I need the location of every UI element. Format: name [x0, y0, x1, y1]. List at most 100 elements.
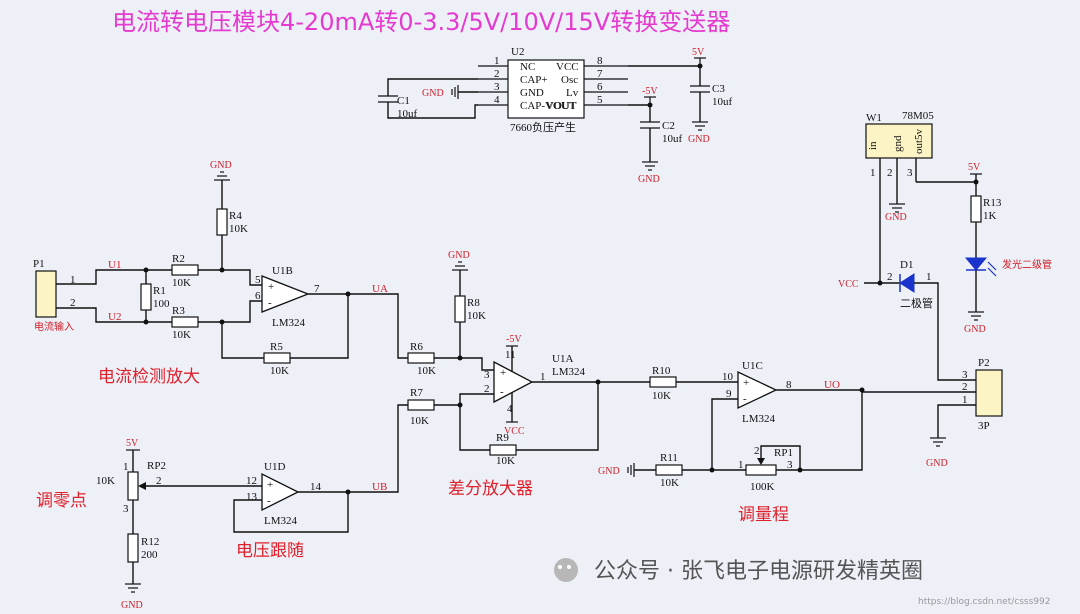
- r11-ref: R11: [660, 452, 678, 464]
- vcc5-r13: 5V: [968, 162, 981, 173]
- u1b-part: LM324: [272, 317, 306, 329]
- r5-body: [263, 352, 291, 364]
- r1-value: 100: [153, 298, 170, 310]
- vcc5-u2: 5V: [692, 47, 705, 58]
- led-caption: 发光二级管: [1002, 258, 1052, 271]
- r7-value: 10K: [410, 415, 429, 427]
- u2-name-nc: NC: [520, 61, 535, 73]
- r10-ref: R10: [652, 365, 671, 377]
- r13-ref: R13: [983, 197, 1002, 209]
- u1a-ref: U1A: [552, 353, 573, 365]
- u2-pin-5: 5: [597, 94, 603, 106]
- u1a-pin-1: 1: [540, 371, 546, 383]
- net-ub: UB: [372, 481, 387, 493]
- u2-pin-2: 2: [494, 68, 500, 80]
- r3-value: 10K: [172, 329, 191, 341]
- u2-pin-3: 3: [494, 81, 500, 93]
- r3-body: [171, 316, 199, 328]
- d1-pin-1: 1: [926, 271, 932, 283]
- rp2-ref: RP2: [147, 460, 166, 472]
- u1b-pin-6: 6: [255, 290, 261, 302]
- net-ua: UA: [372, 283, 388, 295]
- p2-pin-1: 1: [962, 394, 968, 406]
- r6-value: 10K: [417, 365, 436, 377]
- svg-text:-: -: [268, 297, 272, 309]
- u1a-pin-3: 3: [484, 369, 490, 381]
- u1c-opamp: [737, 370, 778, 410]
- p1-pin-2: 2: [70, 297, 76, 309]
- label-follower: 电压跟随: [236, 541, 304, 561]
- r12-value: 200: [141, 549, 158, 561]
- w1-name-gnd: gnd: [892, 135, 904, 152]
- w1-pin-3: 3: [907, 167, 913, 179]
- u1a-pin-11: 11: [505, 349, 516, 361]
- u1c-pin-8: 8: [786, 379, 792, 391]
- c1-value: 10uf: [397, 108, 418, 120]
- p2-pin-3: 3: [962, 369, 968, 381]
- u2-pin-7: 7: [597, 68, 603, 80]
- u2-caption: 7660负压产生: [510, 120, 576, 134]
- u1d-pin-13: 13: [246, 491, 258, 503]
- r8-ref: R8: [467, 297, 480, 309]
- gnd-r12: GND: [121, 600, 143, 611]
- d1-caption: 二极管: [900, 296, 933, 310]
- u1d-pin-12: 12: [246, 475, 257, 487]
- svg-text:-: -: [500, 386, 504, 398]
- r3-ref: R3: [172, 305, 185, 317]
- label-zero: 调零点: [36, 491, 87, 511]
- u2-pin-1: 1: [494, 55, 500, 67]
- rp1-pin-1: 1: [738, 459, 744, 471]
- w1-pin-1: 1: [870, 167, 876, 179]
- gnd-u2: GND: [422, 88, 444, 99]
- u2-pin-8: 8: [597, 55, 603, 67]
- u2-pin-6: 6: [597, 81, 603, 93]
- net-u2: U2: [108, 311, 121, 323]
- u2-name-vout: VOUT: [546, 100, 577, 112]
- label-amp: 电流检测放大: [98, 367, 200, 387]
- watermark-main: 公众号 · 张飞电子电源研发精英圈: [594, 559, 923, 584]
- rp2-pin-1: 1: [123, 461, 129, 473]
- u1b-opamp: [261, 275, 310, 313]
- r2-ref: R2: [172, 253, 185, 265]
- rp2-value: 10K: [96, 475, 115, 487]
- r11-body: [655, 464, 683, 476]
- r4-value: 10K: [229, 223, 248, 235]
- gnd-r8: GND: [448, 250, 470, 261]
- d1-ref: D1: [900, 259, 913, 271]
- label-diff: 差分放大器: [448, 479, 533, 499]
- vneg5-u1a: -5V: [506, 334, 522, 345]
- c3-value: 10uf: [712, 96, 733, 108]
- r5-ref: R5: [270, 341, 283, 353]
- p1-connector: [35, 270, 57, 318]
- r2-body: [171, 264, 199, 276]
- u1b-ref: U1B: [272, 265, 293, 277]
- u2-name-capp: CAP+: [520, 74, 548, 86]
- vcc-u1a: VCC: [504, 426, 525, 437]
- c3-ref: C3: [712, 83, 725, 95]
- d1-symbol: [899, 273, 915, 293]
- svg-text:+: +: [500, 367, 506, 379]
- u2-pin-4: 4: [494, 94, 500, 106]
- schematic-title: 电流转电压模块4-20mA转0-3.3/5V/10V/15V转换变送器: [112, 8, 730, 36]
- net-u1: U1: [108, 259, 121, 271]
- svg-text:+: +: [268, 281, 274, 293]
- rp1-value: 100K: [750, 481, 775, 493]
- u2-name-gnd: GND: [520, 87, 544, 99]
- u1a-pin-4: 4: [507, 403, 513, 415]
- u1c-pin-10: 10: [722, 371, 734, 383]
- r6-ref: R6: [410, 341, 423, 353]
- svg-text:+: +: [743, 377, 749, 389]
- u1a-pin-2: 2: [484, 383, 490, 395]
- r11-value: 10K: [660, 477, 679, 489]
- w1-pin-2: 2: [887, 167, 893, 179]
- rp1-ref: RP1: [774, 447, 793, 459]
- r10-body: [649, 376, 677, 388]
- rp1-pin-3: 3: [787, 459, 793, 471]
- d1-pin-2: 2: [887, 271, 893, 283]
- watermark-sub: https://blog.csdn.net/csss992: [918, 597, 1050, 607]
- p2-connector: [975, 369, 1003, 417]
- r1-ref: R1: [153, 285, 166, 297]
- vneg5-u2: -5V: [642, 86, 658, 97]
- wechat-icon: [554, 558, 578, 582]
